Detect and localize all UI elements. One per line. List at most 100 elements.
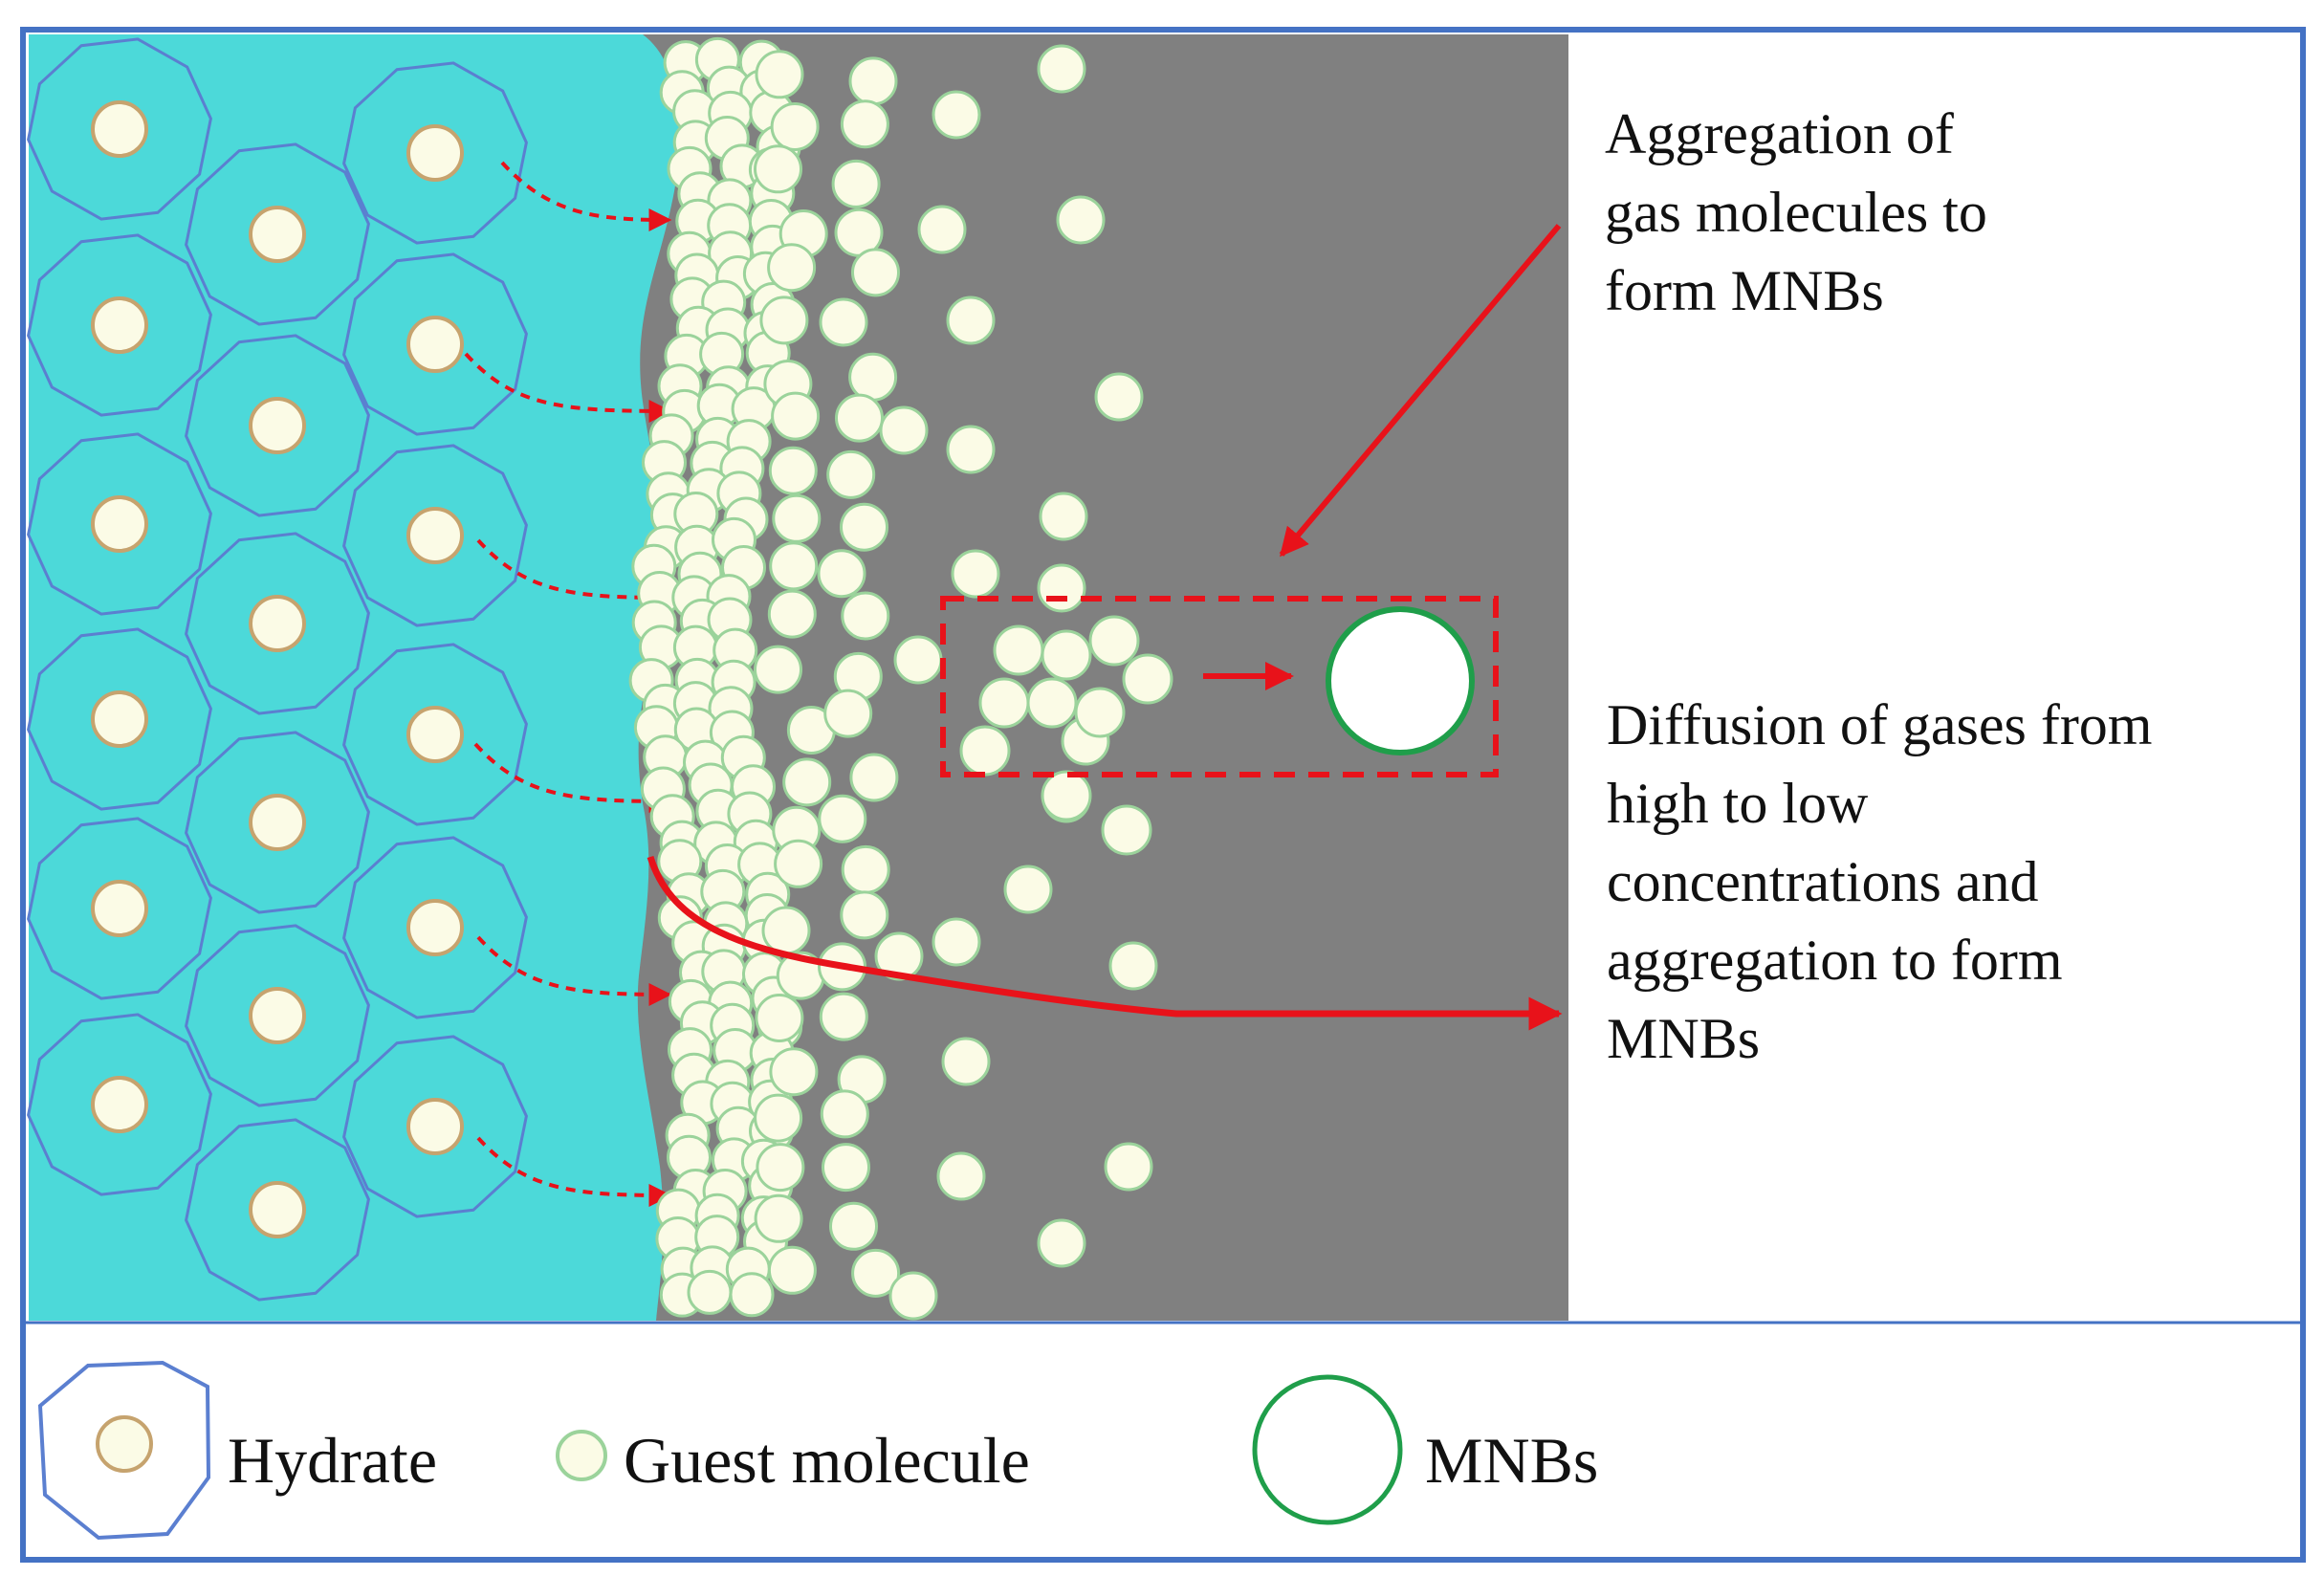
guest-molecule [946, 296, 996, 345]
legend-hydrate-label: Hydrate [228, 1424, 437, 1497]
guest-molecule [841, 591, 890, 641]
guest-molecule [1104, 1142, 1153, 1192]
aggregation-line-1: Aggregation of [1605, 102, 1954, 165]
guest-molecule [1074, 687, 1126, 738]
hydrate-cells [27, 37, 528, 1302]
guest-molecule [754, 645, 802, 694]
hydrate-guest-molecule [406, 316, 464, 373]
hydrate-guest-molecule [406, 899, 464, 956]
dissociation-arrow [476, 935, 672, 1006]
hydrate-guest-molecule [91, 690, 148, 748]
legend-guest-label: Guest molecule [624, 1424, 1030, 1497]
guest-molecule [770, 102, 820, 151]
guest-molecule [1108, 941, 1158, 991]
guest-molecule [959, 725, 1011, 777]
guest-molecule [1003, 865, 1053, 914]
guest-molecule [841, 844, 890, 894]
guest-molecule [840, 502, 888, 552]
legend-mnb-icon [1252, 1374, 1403, 1525]
diffusion-line-4: aggregation to form [1607, 929, 2063, 992]
hydrate-cage-icon [342, 444, 528, 627]
guest-molecule [1037, 1218, 1086, 1268]
hydrate-guest-molecule [249, 206, 306, 263]
guest-molecule [774, 839, 823, 888]
guest-molecule [829, 1201, 878, 1251]
guest-molecule [936, 1151, 986, 1201]
guest-molecule [767, 243, 817, 293]
guest-molecule [1101, 804, 1152, 856]
guest-molecule [848, 352, 898, 402]
diffusion-line-3: concentrations and [1607, 850, 2039, 913]
guest-molecule [1122, 653, 1173, 705]
hydrate-cage-icon [342, 252, 528, 436]
guest-molecule [754, 1193, 803, 1243]
aggregation-line-3: form MNBs [1605, 259, 1884, 322]
guest-molecule [826, 449, 876, 499]
diffusion-line-2: high to low [1607, 772, 1869, 835]
guest-molecule [835, 393, 884, 443]
guest-molecule [819, 297, 868, 347]
guest-molecule [768, 446, 818, 495]
guest-molecule [1041, 629, 1092, 681]
guest-molecule [820, 1089, 869, 1139]
legend-hydrate-icon [37, 1360, 211, 1541]
guest-molecules [628, 36, 1173, 1321]
hydrate-guest-molecule [249, 397, 306, 454]
guest-molecule [1026, 677, 1078, 729]
guest-molecule [767, 589, 817, 639]
mnb-bubble [1326, 606, 1475, 755]
guest-molecule [1094, 372, 1144, 422]
guest-molecule [729, 1272, 775, 1318]
guest-molecule [840, 99, 889, 149]
guest-molecule [1088, 615, 1140, 667]
dissociation-arrow [473, 742, 672, 813]
hydrate-guest-molecule [406, 507, 464, 564]
hydrate-cage-icon [185, 1118, 370, 1302]
legend-mnb-label: MNBs [1425, 1424, 1598, 1497]
guest-molecule [817, 549, 866, 599]
guest-molecule [848, 56, 898, 106]
hydrate-cage-icon [342, 1035, 528, 1218]
guest-molecule [769, 541, 819, 591]
guest-molecule [849, 753, 899, 802]
aggregation-line-2: gas molecules to [1605, 181, 1987, 244]
hydrate-cage-icon [185, 924, 370, 1107]
guest-molecule [893, 635, 943, 685]
hydrate-guest-molecule [249, 595, 306, 652]
guest-molecule [1037, 44, 1086, 94]
hydrate-guest-molecule [91, 880, 148, 937]
hydrate-guest-molecule [406, 706, 464, 763]
guest-molecule [874, 931, 924, 981]
guest-molecule [951, 549, 1000, 599]
guest-molecule [761, 906, 811, 955]
guest-molecule [755, 994, 804, 1042]
hydrate-guest-molecule [406, 124, 464, 182]
guest-molecule [759, 296, 809, 345]
aggregation-annotation: Aggregation of gas molecules to form MNB… [1605, 102, 2002, 322]
guest-molecule [1041, 770, 1092, 821]
hydrate-cage-icon [185, 142, 370, 326]
hydrate-guest-molecule [249, 987, 306, 1044]
guest-molecule [769, 1047, 819, 1097]
guest-molecule [767, 1245, 817, 1295]
guest-molecule [772, 493, 822, 543]
guest-molecule [822, 1143, 870, 1193]
hydrate-guest-molecule [91, 495, 148, 553]
guest-molecule [1037, 563, 1086, 613]
hydrate-guest-molecule [406, 1098, 464, 1155]
guest-molecule [946, 425, 996, 474]
guest-molecule [756, 1143, 805, 1193]
guest-molecule [888, 1271, 938, 1321]
aggregation-pointer-arrow [1279, 224, 1562, 558]
hydrate-cage-icon [342, 643, 528, 826]
guest-molecule [754, 144, 802, 194]
guest-molecule [782, 757, 832, 807]
hydrate-cage-icon [185, 731, 370, 914]
hydrate-guest-molecule [249, 794, 306, 851]
dissociation-arrows [464, 161, 672, 1207]
hydrate-guest-molecule [249, 1181, 306, 1238]
guest-molecule [840, 890, 889, 940]
guest-molecule [993, 624, 1044, 676]
guest-molecule [823, 689, 873, 738]
